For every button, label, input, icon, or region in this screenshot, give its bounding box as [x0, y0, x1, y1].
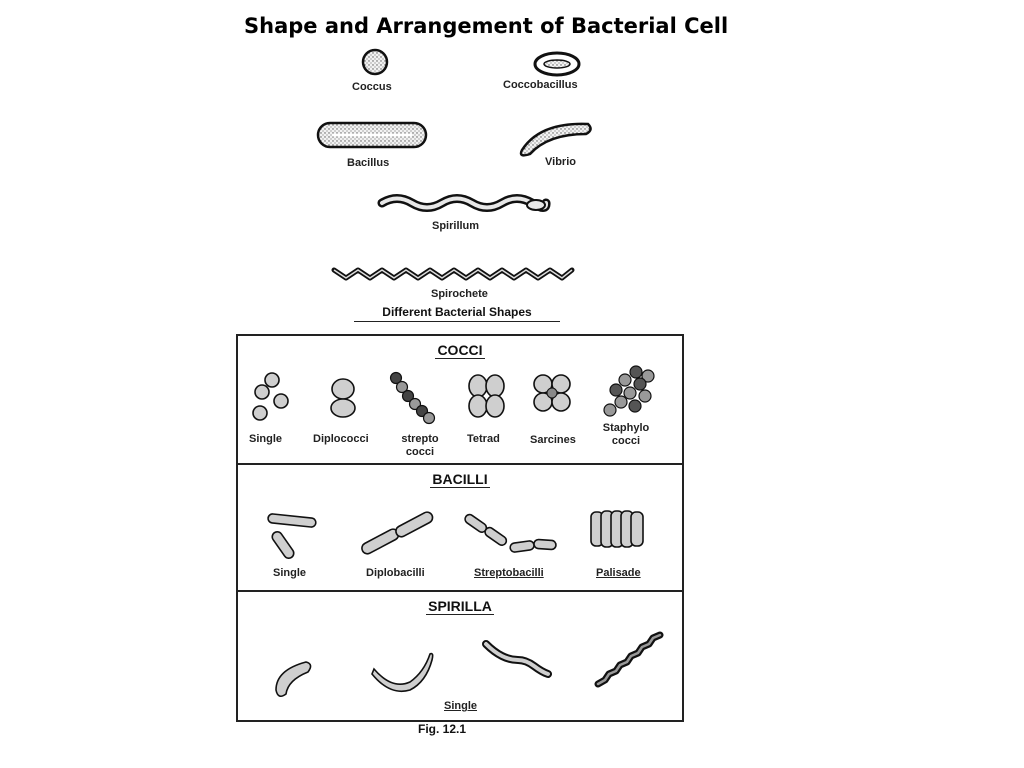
label-palisade: Palisade	[596, 567, 641, 579]
diplococci-cells	[330, 378, 356, 418]
vibrio-cell	[519, 122, 592, 157]
label-spirilla-single: Single	[444, 700, 478, 712]
label-coccobacillus: Coccobacillus	[503, 79, 578, 91]
label-diplobacilli: Diplobacilli	[366, 567, 425, 579]
spirilla-bent-rod	[371, 652, 434, 693]
sarcina-cells	[533, 374, 571, 412]
staphylococci-cluster	[603, 365, 655, 417]
coccus-cell	[361, 48, 389, 76]
label-streptobacilli: Streptobacilli	[474, 567, 544, 579]
diplobacilli-cells	[361, 511, 434, 555]
label-tetrad: Tetrad	[467, 433, 500, 445]
label-coccus: Coccus	[352, 81, 392, 93]
cocci-title: COCCI	[435, 342, 485, 359]
coccobacillus-cell	[533, 51, 581, 77]
label-diplococci: Diplococci	[313, 433, 369, 445]
single-bacilli	[267, 513, 317, 559]
label-bacillus: Bacillus	[347, 157, 390, 169]
single-cocci	[252, 372, 289, 421]
label-spirochete: Spirochete	[431, 288, 488, 300]
cocci-panel: COCCI	[236, 334, 684, 464]
label-cocci-single: Single	[249, 433, 283, 445]
page-title: Shape and Arrangement of Bacterial Cell	[244, 14, 729, 38]
tetrad-cells	[468, 374, 505, 418]
palisade-cells	[590, 510, 644, 548]
spirochete-cell	[331, 267, 575, 281]
label-staphylococci: Staphylo cocci	[602, 422, 650, 447]
streptococci-chain	[389, 371, 436, 425]
spirilla-corkscrew-cell	[594, 631, 664, 688]
spirilla-wavy-cell	[482, 640, 552, 678]
spirilla-panel: SPIRILLA	[236, 590, 684, 722]
streptobacilli-chain	[464, 513, 557, 553]
label-sarcines: Sarcines	[530, 434, 576, 446]
shapes-caption: Different Bacterial Shapes	[354, 305, 560, 322]
bacilli-title: BACILLI	[430, 471, 490, 488]
bacillus-cell	[316, 121, 428, 149]
spirilla-curved-rod	[275, 661, 312, 698]
spirillum-cell	[377, 194, 551, 212]
label-bacilli-single: Single	[273, 567, 307, 579]
label-streptococci: strepto cocci	[401, 433, 439, 458]
label-spirillum: Spirillum	[432, 220, 480, 232]
bacilli-panel: BACILLI	[236, 463, 684, 591]
figure-caption: Fig. 12.1	[418, 722, 467, 736]
spirilla-title: SPIRILLA	[426, 598, 494, 615]
label-vibrio: Vibrio	[545, 156, 576, 168]
